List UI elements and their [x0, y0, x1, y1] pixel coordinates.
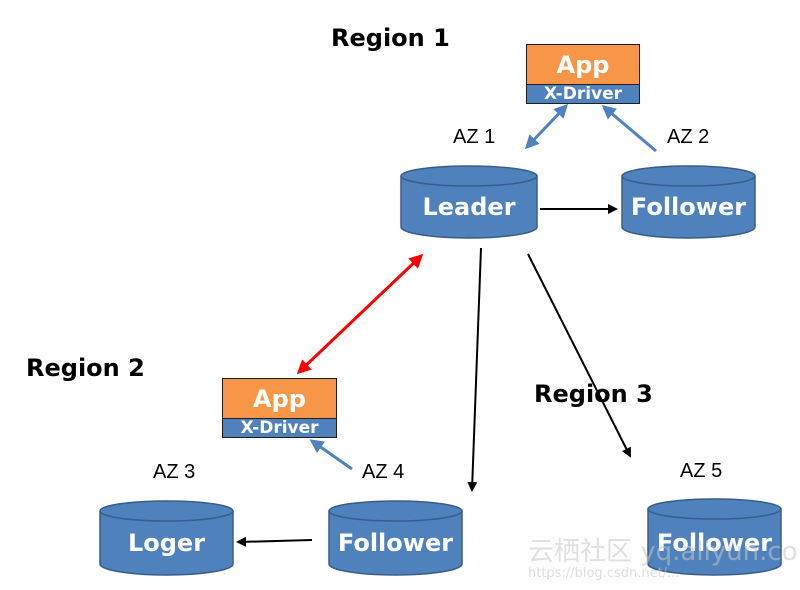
arrow-leader-to-follower-az4 [467, 247, 482, 492]
follower-label: Follower [656, 529, 773, 557]
cylinder-shape [328, 500, 463, 576]
follower-az4-db: Follower [328, 500, 463, 576]
cylinder-shape [621, 165, 756, 239]
app-box: App [222, 378, 337, 419]
az-1-label: AZ 1 [453, 126, 496, 148]
az-2-label: AZ 2 [667, 126, 710, 148]
follower-az2-db: Follower [621, 165, 756, 239]
loger-label: Loger [127, 529, 206, 557]
watermark-url: https://blog.csdn.net/... [528, 566, 680, 581]
region-2-label: Region 2 [26, 354, 145, 382]
app-box: App [526, 44, 640, 85]
az-3-label: AZ 3 [153, 461, 196, 483]
leader-label: Leader [422, 193, 516, 221]
loger-db: Loger [99, 500, 234, 576]
arrow-app2-leader-bidirectional [296, 253, 424, 375]
cylinder-shape [99, 500, 234, 576]
region-3-label: Region 3 [534, 380, 653, 408]
follower-label: Follower [630, 193, 747, 221]
arrow-leader-to-follower-az5 [527, 253, 631, 458]
leader-db: Leader [400, 165, 538, 239]
cylinder-shape [647, 498, 782, 576]
arrow-follower-az4-to-loger [236, 536, 313, 547]
x-driver-box: X-Driver [526, 84, 640, 104]
az-5-label: AZ 5 [680, 460, 723, 482]
arrow-follower-az2-to-app1 [601, 105, 657, 153]
az-4-label: AZ 4 [362, 461, 405, 483]
x-driver-box: X-Driver [222, 418, 337, 438]
cylinder-shape [400, 165, 538, 239]
watermark-text: 云栖社区 yq.aliyun.com [528, 537, 800, 567]
follower-label: Follower [337, 529, 454, 557]
arrow-app1-leader-bidirectional [524, 103, 569, 150]
follower-az5-db: Follower [647, 498, 782, 576]
region-1-label: Region 1 [331, 24, 450, 52]
arrow-follower-az4-to-app2 [309, 439, 353, 471]
